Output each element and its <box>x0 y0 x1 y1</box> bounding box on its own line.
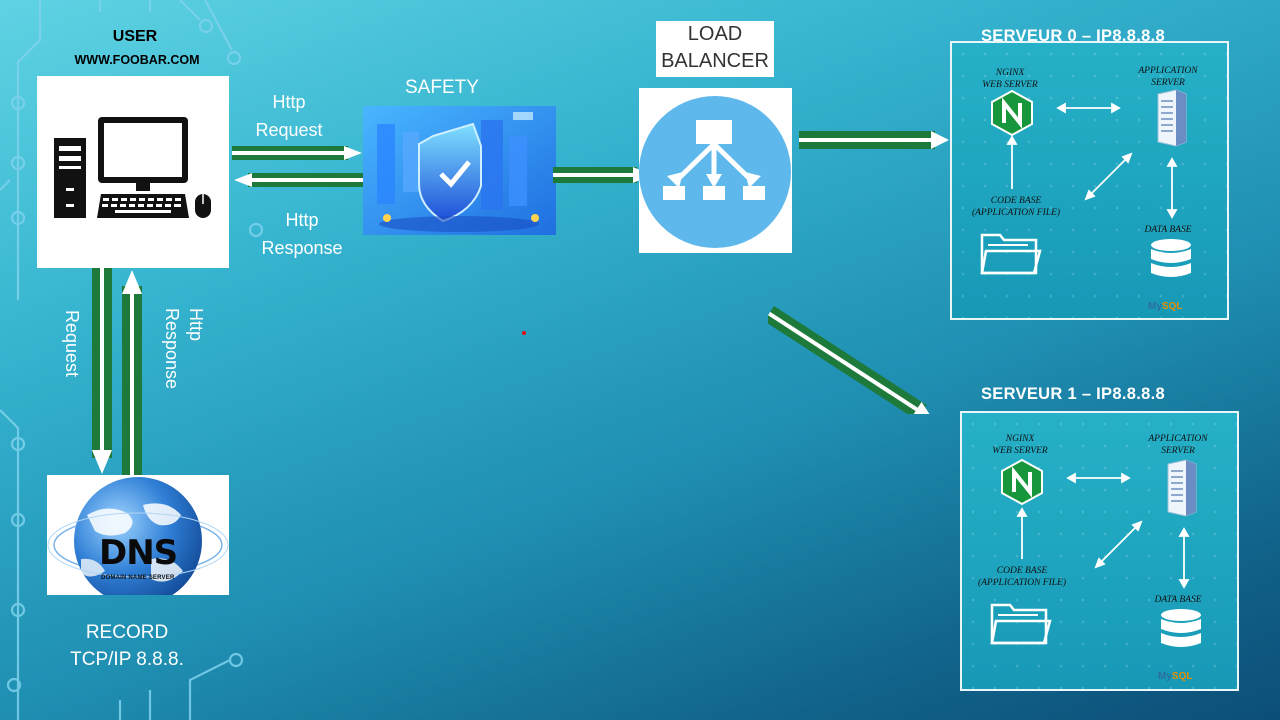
user-computer-box <box>37 76 229 268</box>
server0-nginx-label-line1: NGINX <box>995 68 1025 78</box>
server0-connectors <box>1006 102 1178 219</box>
dns-record-label: RECORD TCP/IP 8.8.8. <box>52 619 202 673</box>
nginx-icon <box>991 90 1033 136</box>
stray-dot <box>522 331 526 335</box>
server0-code-label-line2: (APPLICATION FILE) <box>971 208 1061 218</box>
server0-mysql-my: My <box>1148 301 1162 312</box>
user-url: WWW.FOOBAR.COM <box>74 53 200 67</box>
database-icon <box>1151 239 1191 277</box>
dns-record-line2: TCP/IP 8.8.8. <box>70 649 184 670</box>
dns-request-label: Request <box>62 310 82 378</box>
dns-logo-subtext: DOMAIN NAME SERVER <box>101 575 175 581</box>
server1-connectors <box>1016 472 1190 589</box>
safety-title: SAFETY <box>405 77 479 98</box>
http-response-arrow <box>234 173 364 187</box>
desktop-computer-icon <box>54 117 211 218</box>
server1-code-label-line1: CODE BASE <box>996 566 1048 576</box>
http-response-label: Http Response <box>256 206 348 262</box>
nginx-icon <box>1001 459 1043 505</box>
server0-nginx-label-line2: WEB SERVER <box>982 80 1038 90</box>
mysql-logo: MySQL <box>1158 671 1192 682</box>
dns-request-arrow <box>92 268 112 474</box>
security-shield-icon <box>363 106 556 235</box>
server1-app-label-line1: APPLICATION <box>1148 434 1208 444</box>
server1-db-label: DATA BASE <box>1154 595 1202 605</box>
safety-image <box>363 106 556 235</box>
load-balancer-box <box>639 88 792 253</box>
load-balancer-line2: BALANCER <box>661 50 769 72</box>
lb-to-server1-arrow <box>768 306 934 414</box>
globe-icon <box>47 477 229 595</box>
load-balancer-label: LOAD BALANCER <box>656 21 774 77</box>
server1-app-label-line2: SERVER <box>1161 446 1195 456</box>
folder-icon <box>980 233 1042 275</box>
server0-code-label-line1: CODE BASE <box>990 196 1042 206</box>
dns-response-line2: Response <box>162 308 182 390</box>
dns-response-label: Http Response <box>156 308 206 408</box>
dns-logo-text: DNS <box>99 533 178 573</box>
server1-title: SERVEUR 1 – IP8.8.8.8 <box>981 385 1165 403</box>
server1-panel: NGINX WEB SERVER APPLICATION SERVER CODE… <box>960 411 1239 691</box>
server1-app-label: APPLICATION SERVER <box>1138 433 1218 457</box>
user-title: USER <box>112 28 158 45</box>
server1-nginx-label-line1: NGINX <box>1005 434 1035 444</box>
server0-db-label: DATA BASE <box>1144 225 1192 235</box>
server1-mysql-sql: SQL <box>1171 671 1193 682</box>
server0-title: SERVEUR 0 – IP8.8.8.8 <box>981 27 1165 45</box>
dns-response-line1: Http <box>186 308 206 342</box>
server0-code-label: CODE BASE (APPLICATION FILE) <box>956 195 1076 219</box>
dns-logo-box: DNS DOMAIN NAME SERVER <box>47 475 229 595</box>
server1-code-label: CODE BASE (APPLICATION FILE) <box>962 565 1082 589</box>
dns-response-arrow <box>122 270 142 476</box>
http-request-label: Http Request <box>250 88 328 144</box>
http-request-line2: Request <box>255 120 323 140</box>
database-icon <box>1161 609 1201 647</box>
server1-code-label-line2: (APPLICATION FILE) <box>977 578 1067 588</box>
http-response-line2: Response <box>261 238 343 258</box>
http-request-arrow <box>232 146 362 160</box>
http-response-line1: Http <box>285 210 319 230</box>
server0-app-label-line2: SERVER <box>1151 78 1185 88</box>
load-balancer-icon <box>639 96 791 248</box>
app-server-icon <box>1157 89 1187 147</box>
server0-app-label: APPLICATION SERVER <box>1128 65 1208 89</box>
app-server-icon <box>1167 459 1197 517</box>
safety-to-lb-arrow <box>553 167 651 183</box>
folder-icon <box>990 603 1052 645</box>
load-balancer-line1: LOAD <box>687 23 743 45</box>
server0-mysql-sql: SQL <box>1161 301 1183 312</box>
mysql-logo: MySQL <box>1148 301 1182 312</box>
server1-nginx-label: NGINX WEB SERVER <box>980 433 1060 457</box>
lb-to-server0-arrow <box>799 131 949 149</box>
server0-nginx-label: NGINX WEB SERVER <box>970 67 1050 91</box>
dns-record-line1: RECORD <box>85 622 169 643</box>
server0-app-label-line1: APPLICATION <box>1138 66 1198 76</box>
http-request-line1: Http <box>272 92 306 112</box>
server1-mysql-my: My <box>1158 671 1172 682</box>
server0-panel: NGINX WEB SERVER APPLICATION SERVER CODE… <box>950 41 1229 320</box>
server1-nginx-label-line2: WEB SERVER <box>992 446 1048 456</box>
